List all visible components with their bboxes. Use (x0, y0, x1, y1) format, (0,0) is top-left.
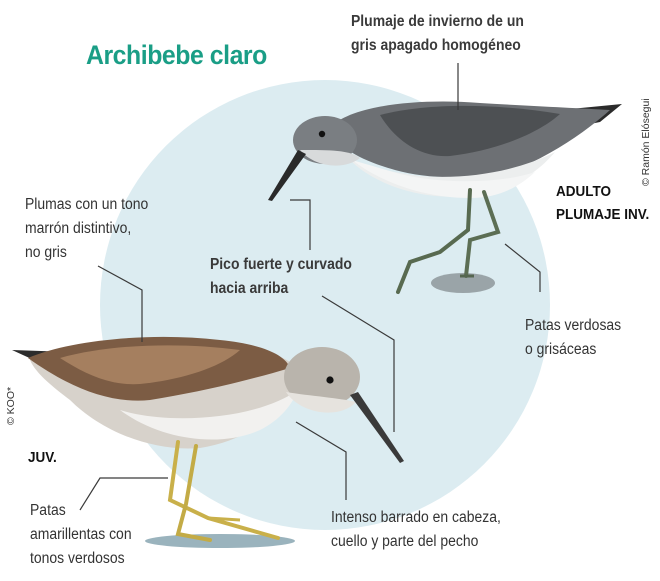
label-green-legs: Patas verdosas o grisáceas (525, 317, 622, 358)
tag-adult: ADULTO PLUMAJE INV. (556, 183, 650, 223)
tag-juvenile: JUV. (28, 449, 57, 466)
leader-bill-adult (290, 199, 311, 250)
leader-yellow-legs (79, 477, 168, 511)
leader-green-legs (504, 243, 541, 292)
adult-shadow (431, 273, 495, 293)
leader-lines (79, 63, 541, 511)
label-yellow-legs: Patas amarillentas con tonos verdosos (30, 502, 132, 567)
label-bill: Pico fuerte y curvado hacia arriba (210, 256, 352, 297)
credit-adult-photo: © Ramón Elósegui (640, 98, 652, 186)
adult-bird-image (268, 101, 622, 294)
leader-brown-feathers (97, 265, 143, 342)
label-brown-feathers: Plumas con un tono marrón distintivo, no… (25, 196, 149, 261)
label-winter-plumage: Plumaje de invierno de un gris apagado h… (351, 13, 524, 54)
credit-juvenile-photo: © KOO* (5, 386, 17, 425)
page-title: Archibebe claro (86, 40, 267, 70)
leader-bill-juvenile (321, 295, 395, 432)
juvenile-shadow (145, 534, 295, 548)
label-head-barring: Intenso barrado en cabeza, cuello y part… (331, 509, 501, 550)
juvenile-bird-image (12, 336, 404, 548)
leader-head-barring (295, 421, 347, 500)
